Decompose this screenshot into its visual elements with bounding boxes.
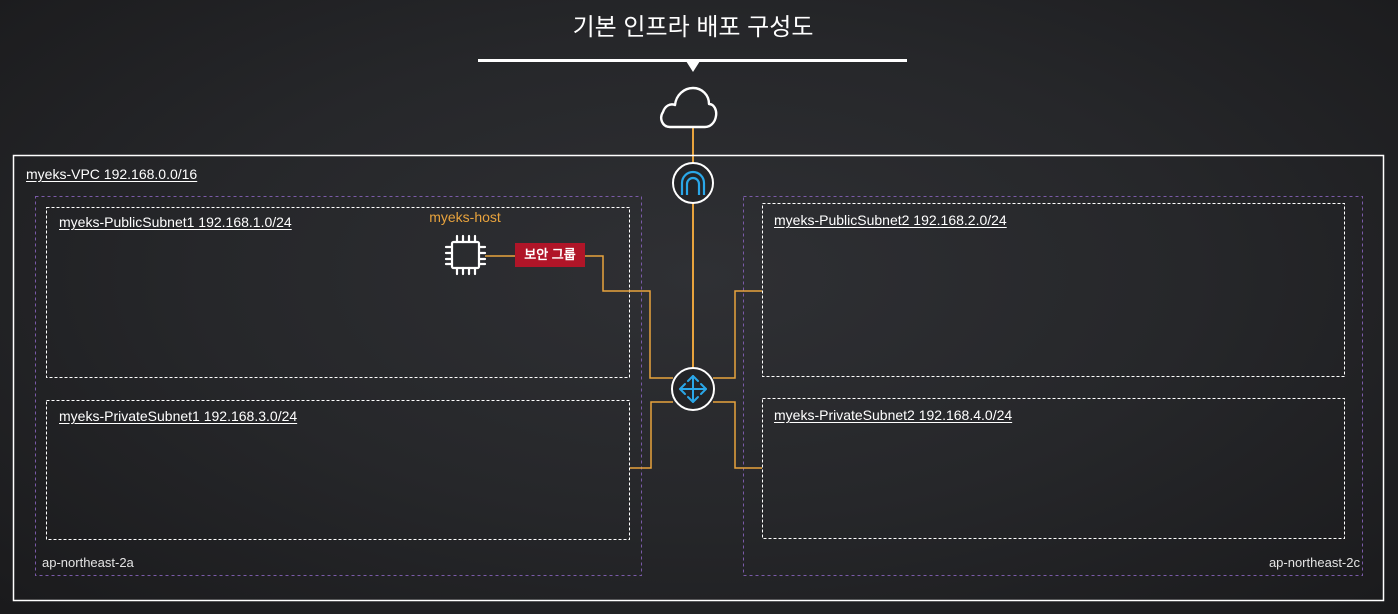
az-label-2c: ap-northeast-2c xyxy=(1268,555,1360,570)
az-label-2a: ap-northeast-2a xyxy=(42,555,134,570)
title-pointer xyxy=(686,61,700,72)
vpc-label: myeks-VPC 192.168.0.0/16 xyxy=(26,166,198,182)
subnet-label-public-2: myeks-PublicSubnet2 192.168.2.0/24 xyxy=(774,212,1007,228)
router-icon xyxy=(671,367,715,411)
route-line-public-1 xyxy=(585,255,673,379)
az-boundary-2c xyxy=(743,196,1363,576)
route-line-private-1 xyxy=(630,401,673,469)
security-group-badge: 보안 그룹 xyxy=(515,243,585,267)
internet-gateway-icon xyxy=(672,162,714,204)
diagram-title: 기본 인프라 배포 구성도 xyxy=(572,14,814,41)
subnet-box-public-2 xyxy=(762,203,1345,377)
subnet-label-private-2: myeks-PrivateSubnet2 192.168.4.0/24 xyxy=(774,407,1013,423)
route-line-private-2 xyxy=(713,401,762,469)
subnet-label-public-1: myeks-PublicSubnet1 192.168.1.0/24 xyxy=(59,214,292,230)
subnet-label-private-1: myeks-PrivateSubnet1 192.168.3.0/24 xyxy=(59,408,298,424)
host-label: myeks-host xyxy=(429,209,501,225)
subnet-box-private-2 xyxy=(762,398,1345,539)
ec2-instance-icon xyxy=(444,234,487,276)
subnet-box-public-1 xyxy=(46,207,630,378)
az-boundary-2a xyxy=(35,196,642,576)
vpc-boundary xyxy=(12,154,1385,602)
subnet-box-private-1 xyxy=(46,400,630,540)
route-line-public-2 xyxy=(713,290,762,379)
cloud-icon xyxy=(660,86,718,129)
